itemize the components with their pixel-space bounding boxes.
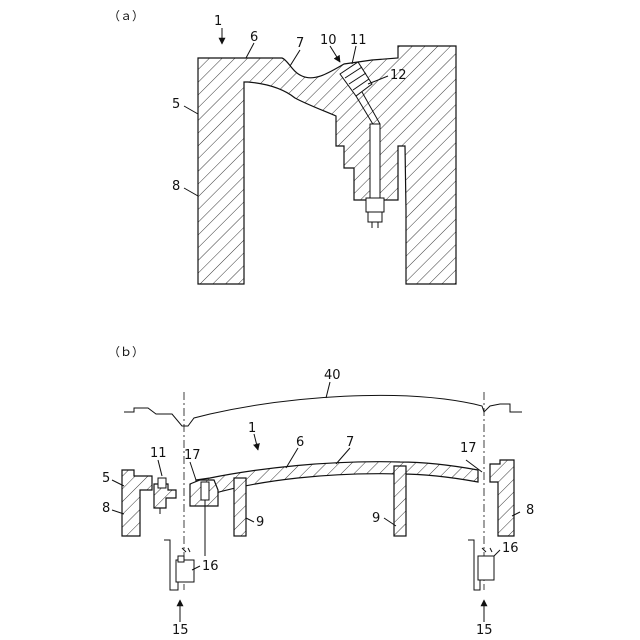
label-a-6: 6 (250, 30, 258, 45)
panel-a-label: （ａ） (108, 9, 144, 23)
leader-a-7 (290, 50, 300, 66)
leader-b-7 (336, 448, 350, 464)
label-b-8-right: 8 (526, 503, 534, 518)
label-b-15-right: 15 (476, 623, 493, 638)
label-b-17-left: 17 (184, 448, 201, 463)
label-b-9-right: 9 (372, 511, 380, 526)
label-b-40: 40 (324, 368, 341, 383)
label-b-17-right: 17 (460, 441, 477, 456)
nozzle-11 (158, 478, 166, 488)
ejector-left (164, 540, 194, 590)
label-a-5: 5 (172, 97, 180, 112)
label-b-9-left: 9 (256, 515, 264, 530)
label-a-10: 10 (320, 33, 337, 48)
leader-b-17-left (190, 462, 196, 480)
leader-a-8 (184, 188, 198, 196)
panel-b-label: （ｂ） (108, 345, 144, 359)
leader-a-5 (184, 106, 198, 114)
ejector-right (468, 540, 494, 590)
leader-a-6 (246, 43, 254, 58)
label-b-11: 11 (150, 446, 167, 461)
leader-a-10 (330, 46, 340, 62)
label-b-16-left: 16 (202, 559, 219, 574)
gate-insert (201, 482, 209, 500)
label-a-12: 12 (390, 68, 407, 83)
leader-b-11 (158, 460, 162, 476)
label-b-15-left: 15 (172, 623, 189, 638)
label-a-7: 7 (296, 36, 304, 51)
leader-b-9-left (246, 518, 254, 522)
leader-b-6 (286, 448, 298, 468)
label-a-8: 8 (172, 179, 180, 194)
label-a-1: 1 (214, 14, 222, 29)
rib-9-left (234, 478, 246, 536)
label-b-8-left: 8 (102, 501, 110, 516)
leader-b-40 (326, 382, 330, 398)
left-upright (122, 470, 152, 536)
label-b-6: 6 (296, 435, 304, 450)
panel-b: （ｂ） (102, 345, 534, 638)
panel-a: （ａ） 1 6 7 10 11 12 5 (108, 9, 456, 284)
leader-b-16-right (494, 550, 500, 556)
label-b-7: 7 (346, 435, 354, 450)
right-upright (490, 460, 514, 536)
label-b-1: 1 (248, 421, 256, 436)
label-b-5: 5 (102, 471, 110, 486)
leader-b-1 (254, 434, 258, 450)
mold-body (198, 46, 456, 284)
label-b-16-right: 16 (502, 541, 519, 556)
leader-a-11 (352, 46, 356, 64)
label-a-11: 11 (350, 33, 367, 48)
